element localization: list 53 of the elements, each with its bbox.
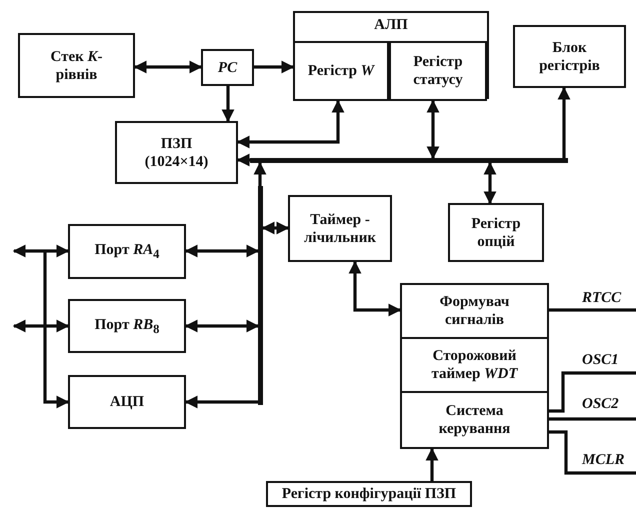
block-label: PC	[218, 58, 238, 76]
arrow	[254, 162, 266, 186]
block-label: Порт RB$_{8}$	[94, 316, 160, 336]
block	[68, 375, 186, 429]
arrow	[254, 60, 294, 74]
signal-line	[549, 371, 636, 413]
arrow	[12, 320, 70, 332]
block-label: Система керування	[438, 402, 512, 438]
block	[448, 203, 544, 262]
block	[68, 224, 186, 279]
signal-line	[549, 417, 636, 421]
block	[288, 195, 392, 262]
signal-line	[549, 308, 636, 312]
block	[201, 49, 254, 86]
arrow	[262, 222, 290, 234]
arrow	[222, 86, 234, 122]
arrow	[236, 100, 344, 148]
block-label: Регістр опцій	[470, 214, 522, 250]
block	[115, 121, 238, 184]
block	[18, 33, 135, 98]
block	[68, 299, 186, 353]
arrow	[43, 251, 70, 408]
block-label: ПЗП (1024×14)	[144, 134, 210, 170]
arrow	[426, 100, 440, 160]
block-label: Сторожовий таймер WDT	[430, 347, 519, 383]
arrow	[12, 244, 70, 258]
block-label: АЦП	[110, 393, 144, 411]
block	[293, 41, 389, 101]
arrow	[184, 396, 258, 408]
block-label: Регістр W	[308, 62, 374, 80]
block	[400, 337, 549, 393]
arrow	[184, 244, 260, 258]
arrow	[348, 260, 402, 316]
block-label: Регістр конфігурації ПЗП	[282, 485, 456, 503]
block	[389, 41, 487, 101]
arrow	[134, 60, 202, 74]
block-label: Порт RA$_{4}$	[94, 241, 160, 262]
block-label: Формувач сигналів	[438, 293, 510, 329]
block	[266, 481, 472, 507]
signal-line	[549, 430, 636, 475]
arrow	[184, 320, 260, 332]
block-label: Регістр статусу	[412, 53, 464, 89]
block-label: Стек K-рівнів	[49, 48, 104, 84]
unit-block	[293, 11, 489, 99]
arrow	[236, 154, 250, 166]
arrow	[484, 162, 496, 204]
block	[400, 391, 549, 449]
block-label: АЛП	[374, 16, 408, 34]
block	[513, 25, 626, 88]
arrow	[426, 448, 438, 481]
block	[400, 283, 549, 339]
block-label: Блок регістрів	[538, 38, 601, 74]
block-label: Таймер - лічильник	[303, 210, 377, 246]
